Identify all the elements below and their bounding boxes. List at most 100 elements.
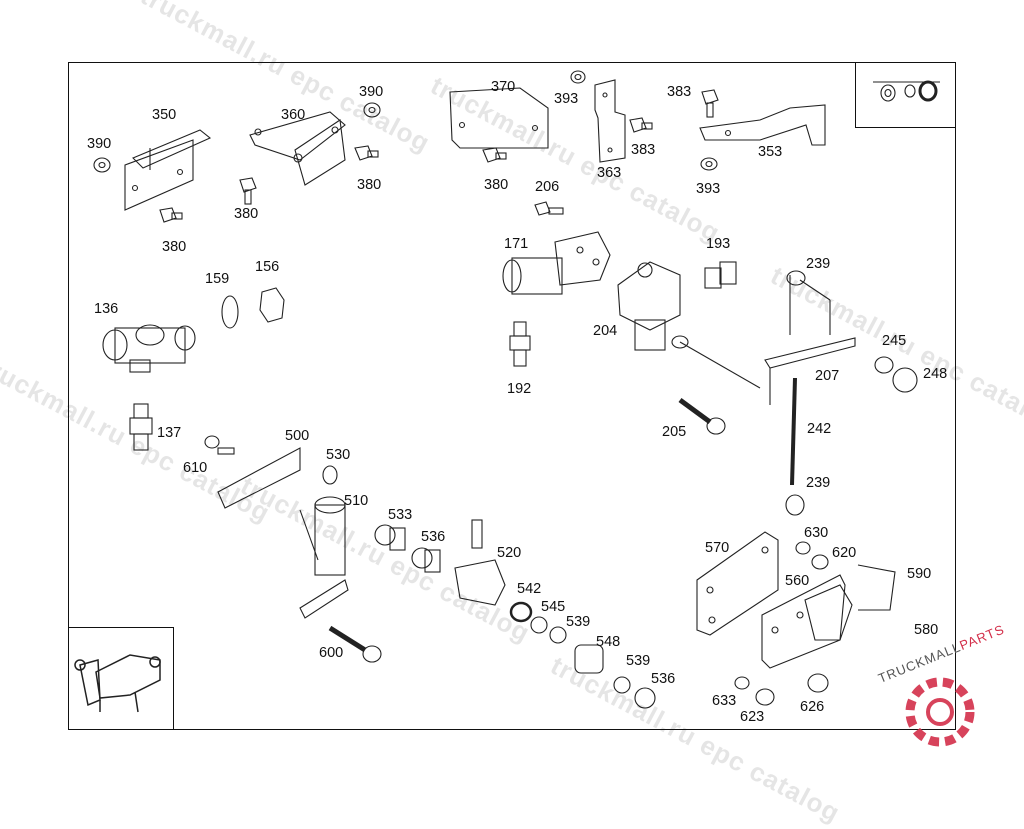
callout-192[interactable]: 192 bbox=[507, 381, 532, 397]
washer-539-icon bbox=[549, 626, 567, 644]
locator-inset bbox=[68, 627, 174, 730]
callout-623[interactable]: 623 bbox=[740, 709, 765, 725]
callout-207[interactable]: 207 bbox=[815, 368, 840, 384]
legend-inset bbox=[855, 62, 956, 128]
callout-570[interactable]: 570 bbox=[705, 540, 730, 556]
plate-570-icon bbox=[696, 531, 779, 636]
callout-536[interactable]: 536 bbox=[651, 671, 676, 687]
cap-536-icon bbox=[634, 687, 656, 709]
callout-536[interactable]: 536 bbox=[421, 529, 446, 545]
washer-630-icon bbox=[795, 541, 811, 555]
callout-530[interactable]: 530 bbox=[326, 447, 351, 463]
bracket-360-icon bbox=[249, 111, 346, 186]
callout-548[interactable]: 548 bbox=[596, 634, 621, 650]
bracket-353-icon bbox=[699, 104, 826, 146]
callout-204[interactable]: 204 bbox=[593, 323, 618, 339]
bracket-500-icon bbox=[217, 447, 301, 509]
callout-533[interactable]: 533 bbox=[388, 507, 413, 523]
callout-248[interactable]: 248 bbox=[923, 366, 948, 382]
ring-159-icon bbox=[221, 295, 239, 329]
callout-353[interactable]: 353 bbox=[758, 144, 783, 160]
bolt-205-icon bbox=[678, 397, 726, 435]
callout-383[interactable]: 383 bbox=[667, 84, 692, 100]
cylinder-171-icon bbox=[502, 231, 611, 295]
callout-600[interactable]: 600 bbox=[319, 645, 344, 661]
truckmall-logo-icon bbox=[905, 677, 975, 747]
valve-560-icon bbox=[761, 574, 853, 669]
hose-590-icon bbox=[857, 564, 896, 611]
callout-633[interactable]: 633 bbox=[712, 693, 737, 709]
fitting-536-icon bbox=[411, 547, 441, 573]
callout-239[interactable]: 239 bbox=[806, 475, 831, 491]
callout-542[interactable]: 542 bbox=[517, 581, 542, 597]
callout-380[interactable]: 380 bbox=[162, 239, 187, 255]
bolt-610-icon bbox=[204, 435, 235, 455]
callout-242[interactable]: 242 bbox=[807, 421, 832, 437]
washer-245-icon bbox=[874, 356, 894, 374]
callout-390[interactable]: 390 bbox=[359, 84, 384, 100]
washer-539-icon bbox=[613, 676, 631, 694]
callout-156[interactable]: 156 bbox=[255, 259, 280, 275]
bolt-626-icon bbox=[807, 673, 829, 693]
washer-icon bbox=[93, 70, 718, 173]
fitting-193-icon bbox=[704, 261, 737, 289]
callout-539[interactable]: 539 bbox=[626, 653, 651, 669]
callout-560[interactable]: 560 bbox=[785, 573, 810, 589]
fitting-137-icon bbox=[129, 403, 153, 451]
diagram-frame bbox=[68, 62, 956, 730]
callout-610[interactable]: 610 bbox=[183, 460, 208, 476]
callout-390[interactable]: 390 bbox=[87, 136, 112, 152]
callout-239[interactable]: 239 bbox=[806, 256, 831, 272]
callout-360[interactable]: 360 bbox=[281, 107, 306, 123]
lever-207-icon bbox=[679, 275, 856, 405]
callout-580[interactable]: 580 bbox=[914, 622, 939, 638]
callout-500[interactable]: 500 bbox=[285, 428, 310, 444]
bolt-icon bbox=[159, 89, 719, 223]
callout-193[interactable]: 193 bbox=[706, 236, 731, 252]
bracket-350-icon bbox=[124, 129, 212, 211]
washer-633-icon bbox=[734, 676, 750, 690]
callout-393[interactable]: 393 bbox=[696, 181, 721, 197]
rod-242-icon bbox=[790, 377, 797, 486]
callout-245[interactable]: 245 bbox=[882, 333, 907, 349]
bracket-370-icon bbox=[449, 87, 549, 149]
spring-548-icon bbox=[574, 644, 604, 674]
callout-136[interactable]: 136 bbox=[94, 301, 119, 317]
callout-380[interactable]: 380 bbox=[357, 177, 382, 193]
callout-545[interactable]: 545 bbox=[541, 599, 566, 615]
seal-542-icon bbox=[509, 601, 533, 623]
callout-590[interactable]: 590 bbox=[907, 566, 932, 582]
callout-159[interactable]: 159 bbox=[205, 271, 230, 287]
valve-510-icon bbox=[299, 465, 349, 619]
callout-620[interactable]: 620 bbox=[832, 545, 857, 561]
callout-383[interactable]: 383 bbox=[631, 142, 656, 158]
callout-393[interactable]: 393 bbox=[554, 91, 579, 107]
valve-136-icon bbox=[102, 324, 196, 373]
callout-380[interactable]: 380 bbox=[484, 177, 509, 193]
callout-626[interactable]: 626 bbox=[800, 699, 825, 715]
bracket-363-icon bbox=[594, 79, 626, 163]
parts-drawing bbox=[74, 70, 940, 713]
bolt-600-icon bbox=[328, 625, 382, 663]
callout-370[interactable]: 370 bbox=[491, 79, 516, 95]
callout-630[interactable]: 630 bbox=[804, 525, 829, 541]
assembly-locator-icon bbox=[74, 654, 161, 713]
valve-520-icon bbox=[454, 519, 506, 606]
callout-520[interactable]: 520 bbox=[497, 545, 522, 561]
nut-156-icon bbox=[259, 287, 285, 323]
callout-171[interactable]: 171 bbox=[504, 236, 529, 252]
callout-350[interactable]: 350 bbox=[152, 107, 177, 123]
joint-239-icon bbox=[786, 270, 806, 286]
callout-539[interactable]: 539 bbox=[566, 614, 591, 630]
callout-205[interactable]: 205 bbox=[662, 424, 687, 440]
legend-washer-icon bbox=[873, 80, 940, 102]
bolt-623-icon bbox=[755, 688, 775, 706]
callout-137[interactable]: 137 bbox=[157, 425, 182, 441]
callout-363[interactable]: 363 bbox=[597, 165, 622, 181]
callout-510[interactable]: 510 bbox=[344, 493, 369, 509]
fitting-533-icon bbox=[374, 524, 406, 551]
joint-239-icon bbox=[785, 494, 805, 516]
callout-206[interactable]: 206 bbox=[535, 179, 560, 195]
fitting-192-icon bbox=[509, 321, 531, 367]
callout-380[interactable]: 380 bbox=[234, 206, 259, 222]
